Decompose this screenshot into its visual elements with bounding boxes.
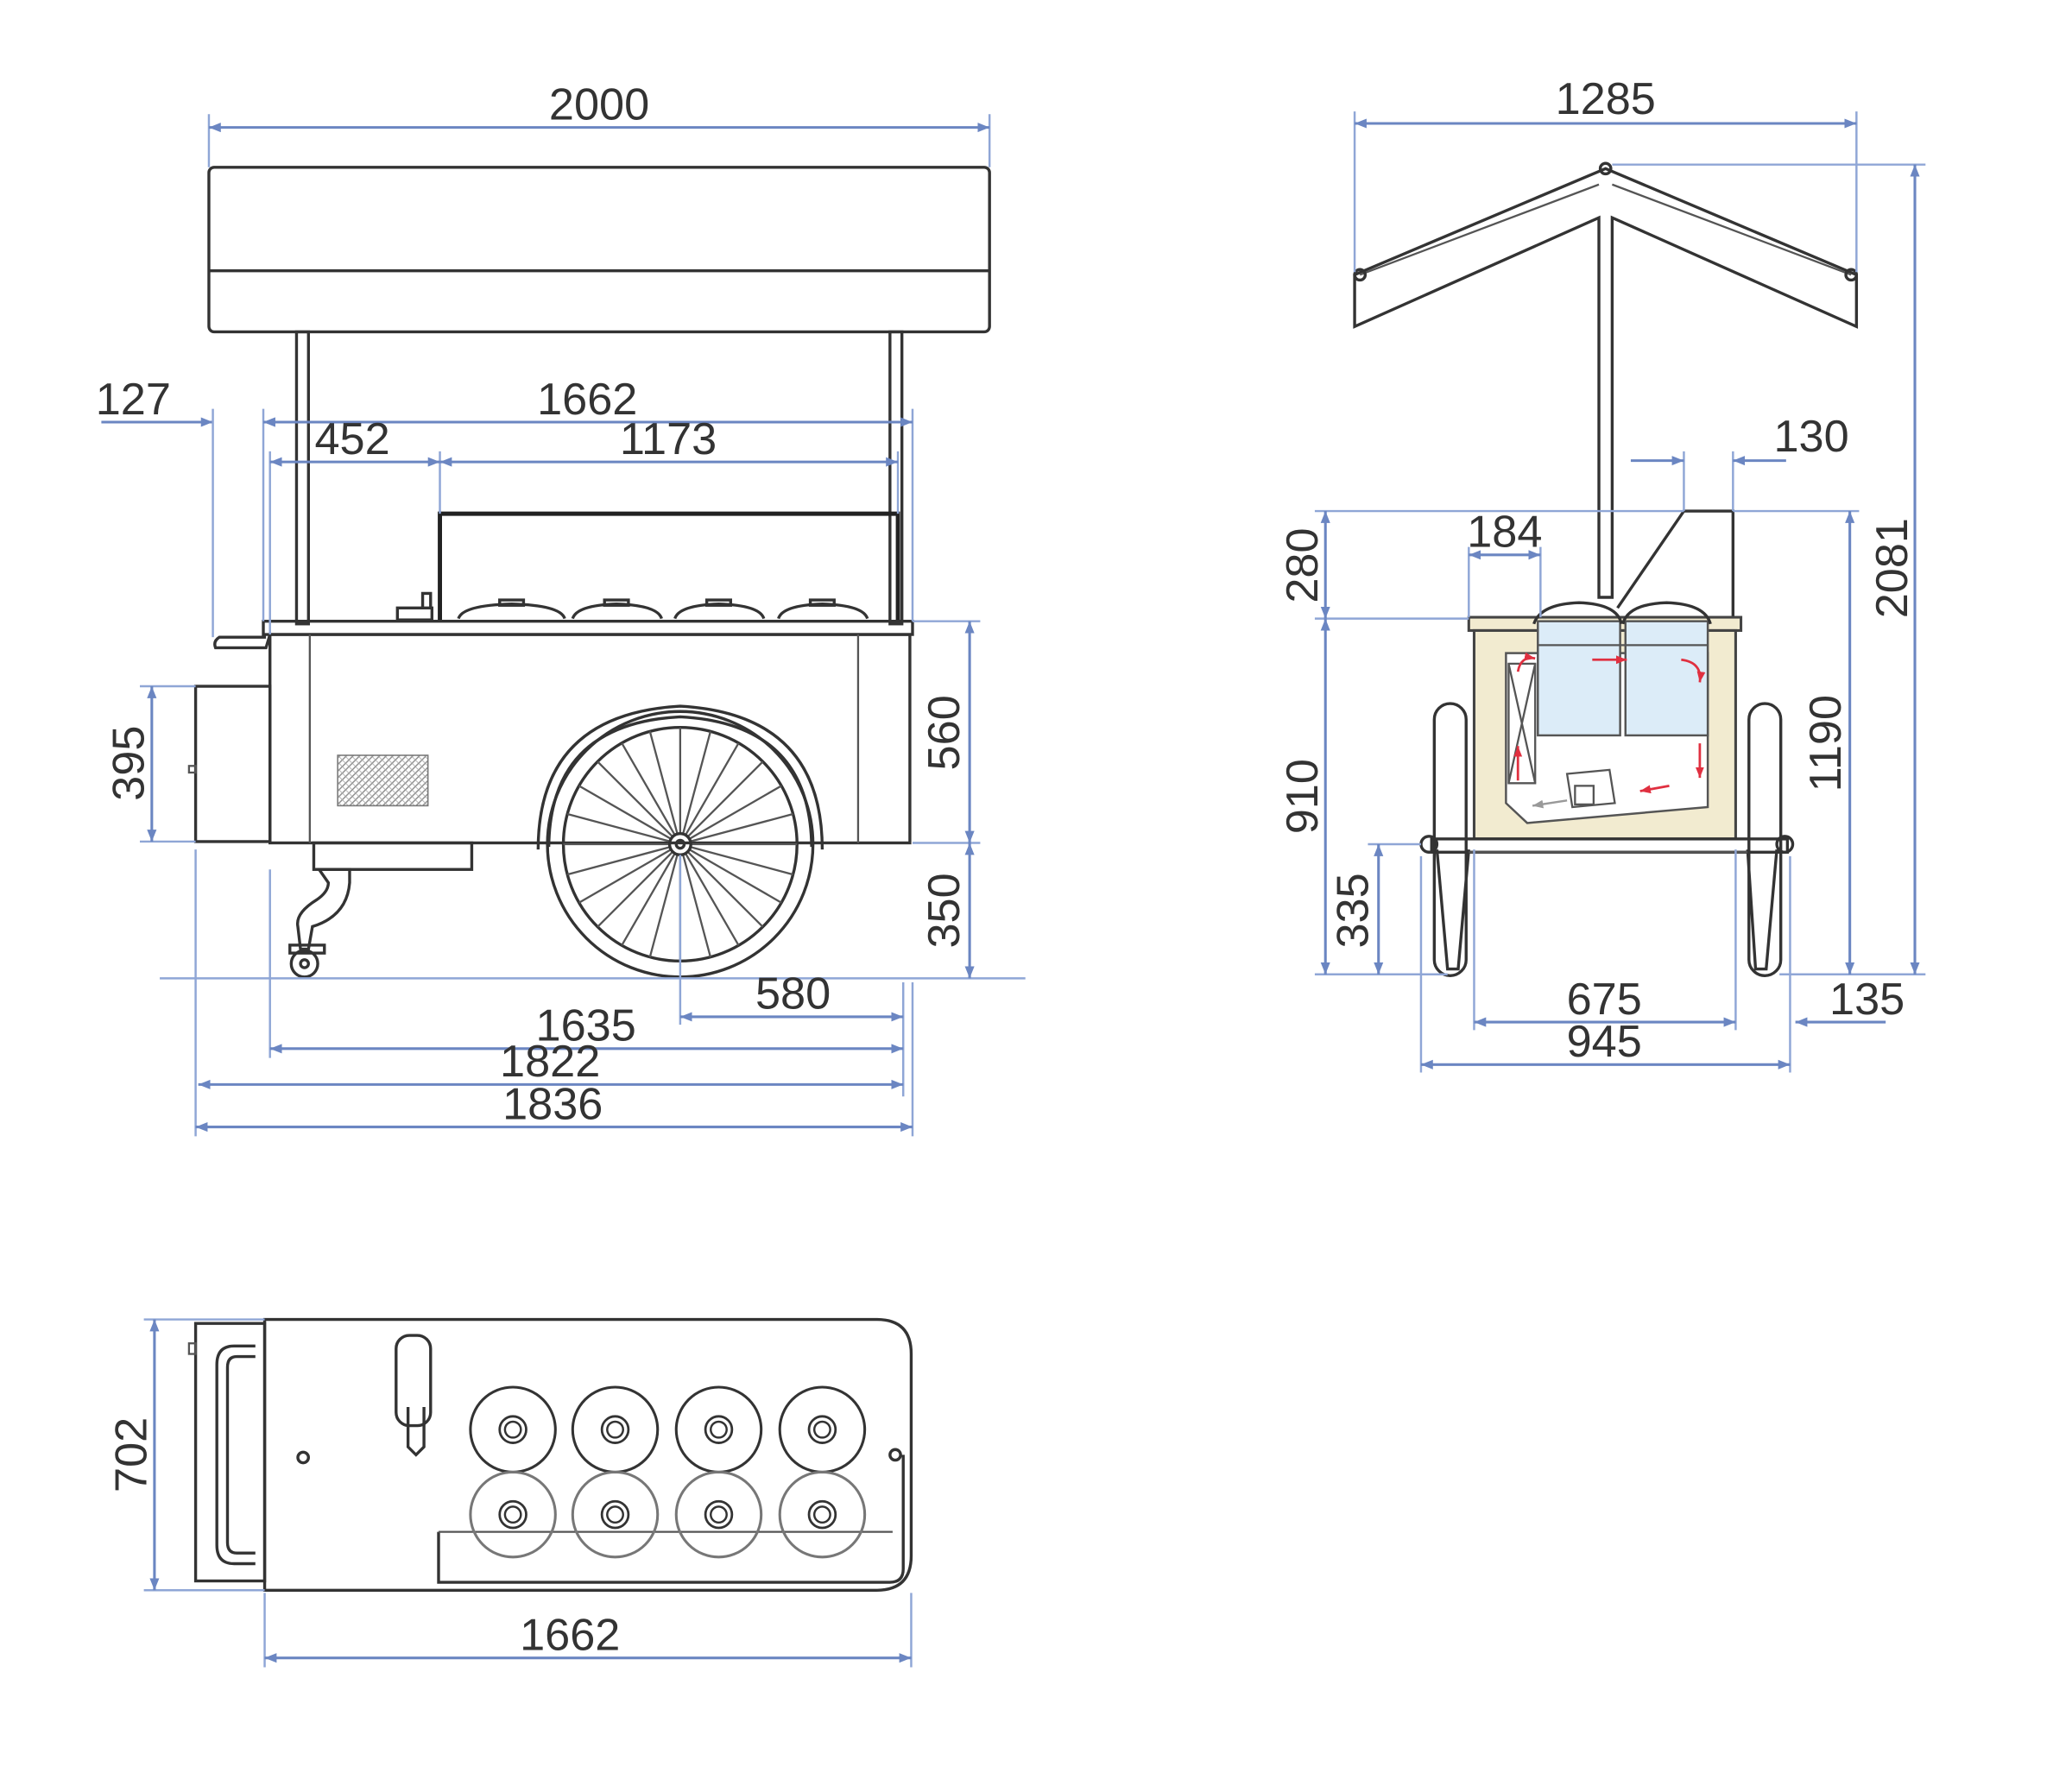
dim-body-width: 675 [1567, 975, 1642, 1025]
dim-tank-height: 395 [104, 726, 155, 801]
dim-canopy-width: 2000 [549, 79, 649, 129]
wheel-spoke [690, 846, 793, 876]
top-view: 702 1662 [107, 1317, 913, 1668]
side-cabinet [1467, 601, 1743, 841]
dim-well-offset: 184 [1467, 508, 1542, 558]
wheel-spoke [621, 742, 676, 836]
dim-body-height: 560 [919, 695, 970, 770]
tub-well [571, 1385, 660, 1473]
tub-well [674, 1470, 763, 1559]
dim-top-depth: 702 [107, 1417, 157, 1492]
wheel-spoke [648, 854, 679, 958]
wheel-spoke [648, 731, 679, 835]
caster [288, 868, 351, 979]
wheel-spoke [621, 853, 676, 946]
wheel-spoke [681, 731, 712, 835]
front-dimension-labels: 2000 127 1662 452 1173 395 560 350 580 1… [96, 79, 970, 1129]
wheel-spoke [686, 760, 764, 838]
dim-overall-height: 2081 [1867, 518, 1917, 618]
top-handle [187, 1322, 267, 1583]
dim-overall-length: 1836 [502, 1079, 603, 1129]
dim-length-no-handle: 1822 [500, 1037, 600, 1087]
dim-deck-length: 1662 [537, 375, 637, 425]
tub-well [778, 1385, 867, 1473]
side-view: 1285 130 184 280 910 335 1190 2081 675 9… [1278, 74, 1926, 1073]
wheel-spoke [597, 760, 673, 838]
wheel-spoke [681, 854, 712, 958]
dim-axle-height: 335 [1328, 873, 1378, 948]
dim-track-width: 945 [1567, 1017, 1642, 1067]
side-canopy [1353, 161, 1859, 599]
dim-handle-offset: 127 [96, 375, 171, 425]
tub-well [469, 1385, 557, 1473]
wheel-spoke [690, 812, 793, 842]
wheel-spoke [685, 853, 740, 946]
dim-display-length: 1173 [620, 414, 717, 464]
wheel-spoke [597, 850, 673, 928]
top-body [262, 1317, 913, 1592]
display-glass [438, 511, 900, 622]
dim-counter-height: 1190 [1801, 695, 1851, 792]
dim-top-length: 1662 [520, 1610, 620, 1660]
wheel-spoke [688, 785, 782, 840]
front-view: 2000 127 1662 452 1173 395 560 350 580 1… [96, 79, 1026, 1137]
side-dimension-labels: 1285 130 184 280 910 335 1190 2081 675 9… [1278, 74, 1917, 1067]
side-glass [1616, 509, 1735, 619]
tub-lids [457, 598, 869, 620]
wheel-spoke [578, 849, 672, 904]
dim-wheelbase: 1635 [536, 1001, 636, 1051]
top-dimension-labels: 702 1662 [107, 1417, 621, 1661]
top-tubs [469, 1385, 867, 1559]
side-wheels [1419, 702, 1795, 977]
tub-well [571, 1470, 660, 1559]
dim-side-body-height: 910 [1278, 759, 1328, 834]
dim-side-canopy-width: 1285 [1556, 74, 1656, 124]
wheel-spoke [685, 742, 740, 836]
front-dimensions [101, 114, 991, 1137]
dim-glass-height: 280 [1278, 527, 1328, 603]
dim-glass-depth: 130 [1773, 412, 1848, 462]
water-tank [187, 685, 272, 843]
dim-left-section: 452 [314, 414, 389, 464]
cart-body [268, 633, 912, 845]
wheel-spoke [686, 850, 764, 928]
dim-wheel-offset: 580 [755, 969, 831, 1019]
wheel-spoke [688, 849, 782, 904]
top-faucet [395, 1334, 433, 1457]
dim-ground-clearance: 350 [919, 873, 970, 948]
canopy [207, 166, 991, 334]
wheel-spoke [566, 812, 671, 842]
top-dimensions [143, 1318, 913, 1668]
tub-well [469, 1470, 557, 1559]
tub-well [778, 1470, 867, 1559]
wheel-spoke [578, 785, 672, 840]
wheel-spoke [566, 846, 671, 876]
faucet [395, 591, 434, 622]
dim-wheel-width: 135 [1829, 975, 1905, 1025]
side-dimensions [1314, 111, 1926, 1073]
drain-tray [312, 841, 474, 871]
canopy-poles [294, 330, 904, 626]
tub-well [674, 1385, 763, 1473]
side-chassis [1430, 837, 1790, 971]
